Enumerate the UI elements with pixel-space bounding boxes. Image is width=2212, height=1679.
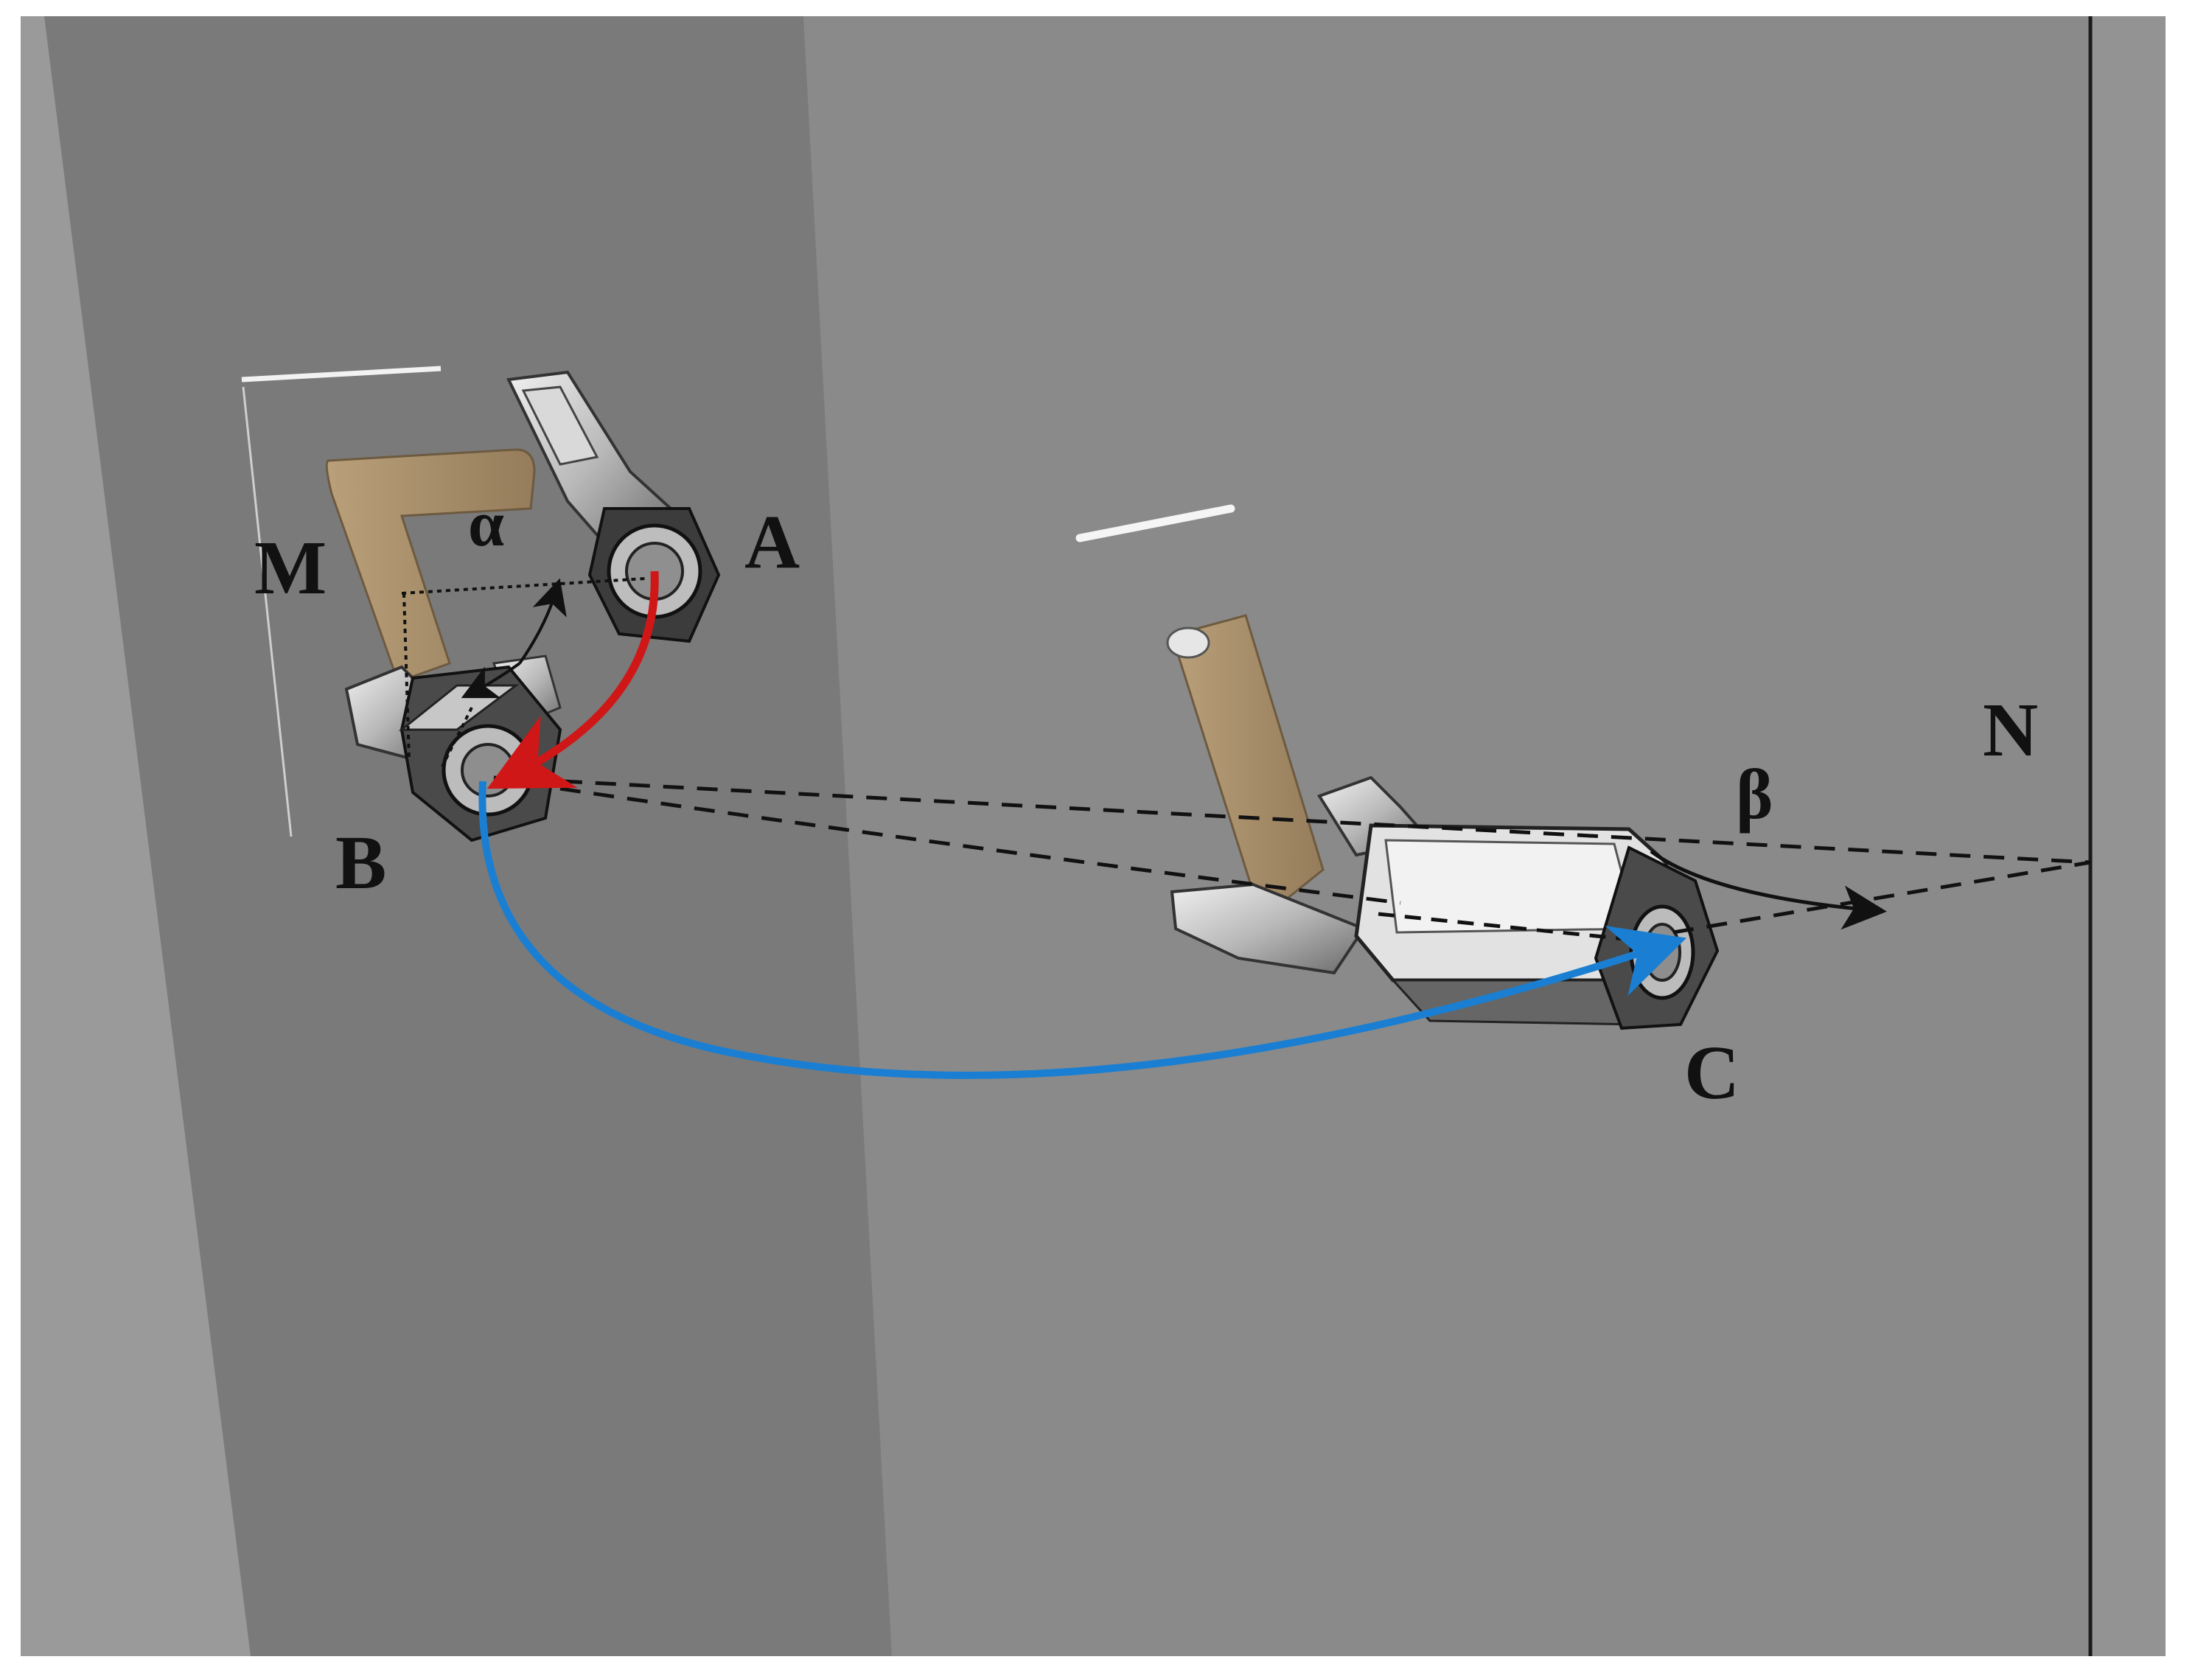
link-m [325,448,536,683]
label-b: B [335,820,386,905]
label-alpha: α [468,489,504,560]
red-arrow-a-to-b [486,570,659,789]
label-beta: β [1736,755,1773,834]
label-n: N [1983,688,2038,772]
robot-left [325,370,721,842]
blue-arrow-b-to-c [478,781,1687,1079]
label-m: M [254,526,327,610]
label-a: A [744,500,800,584]
link-upright [1170,614,1325,901]
label-c: C [1684,1030,1740,1115]
beta-arc [1650,849,1887,930]
reference-lines [493,775,2091,935]
